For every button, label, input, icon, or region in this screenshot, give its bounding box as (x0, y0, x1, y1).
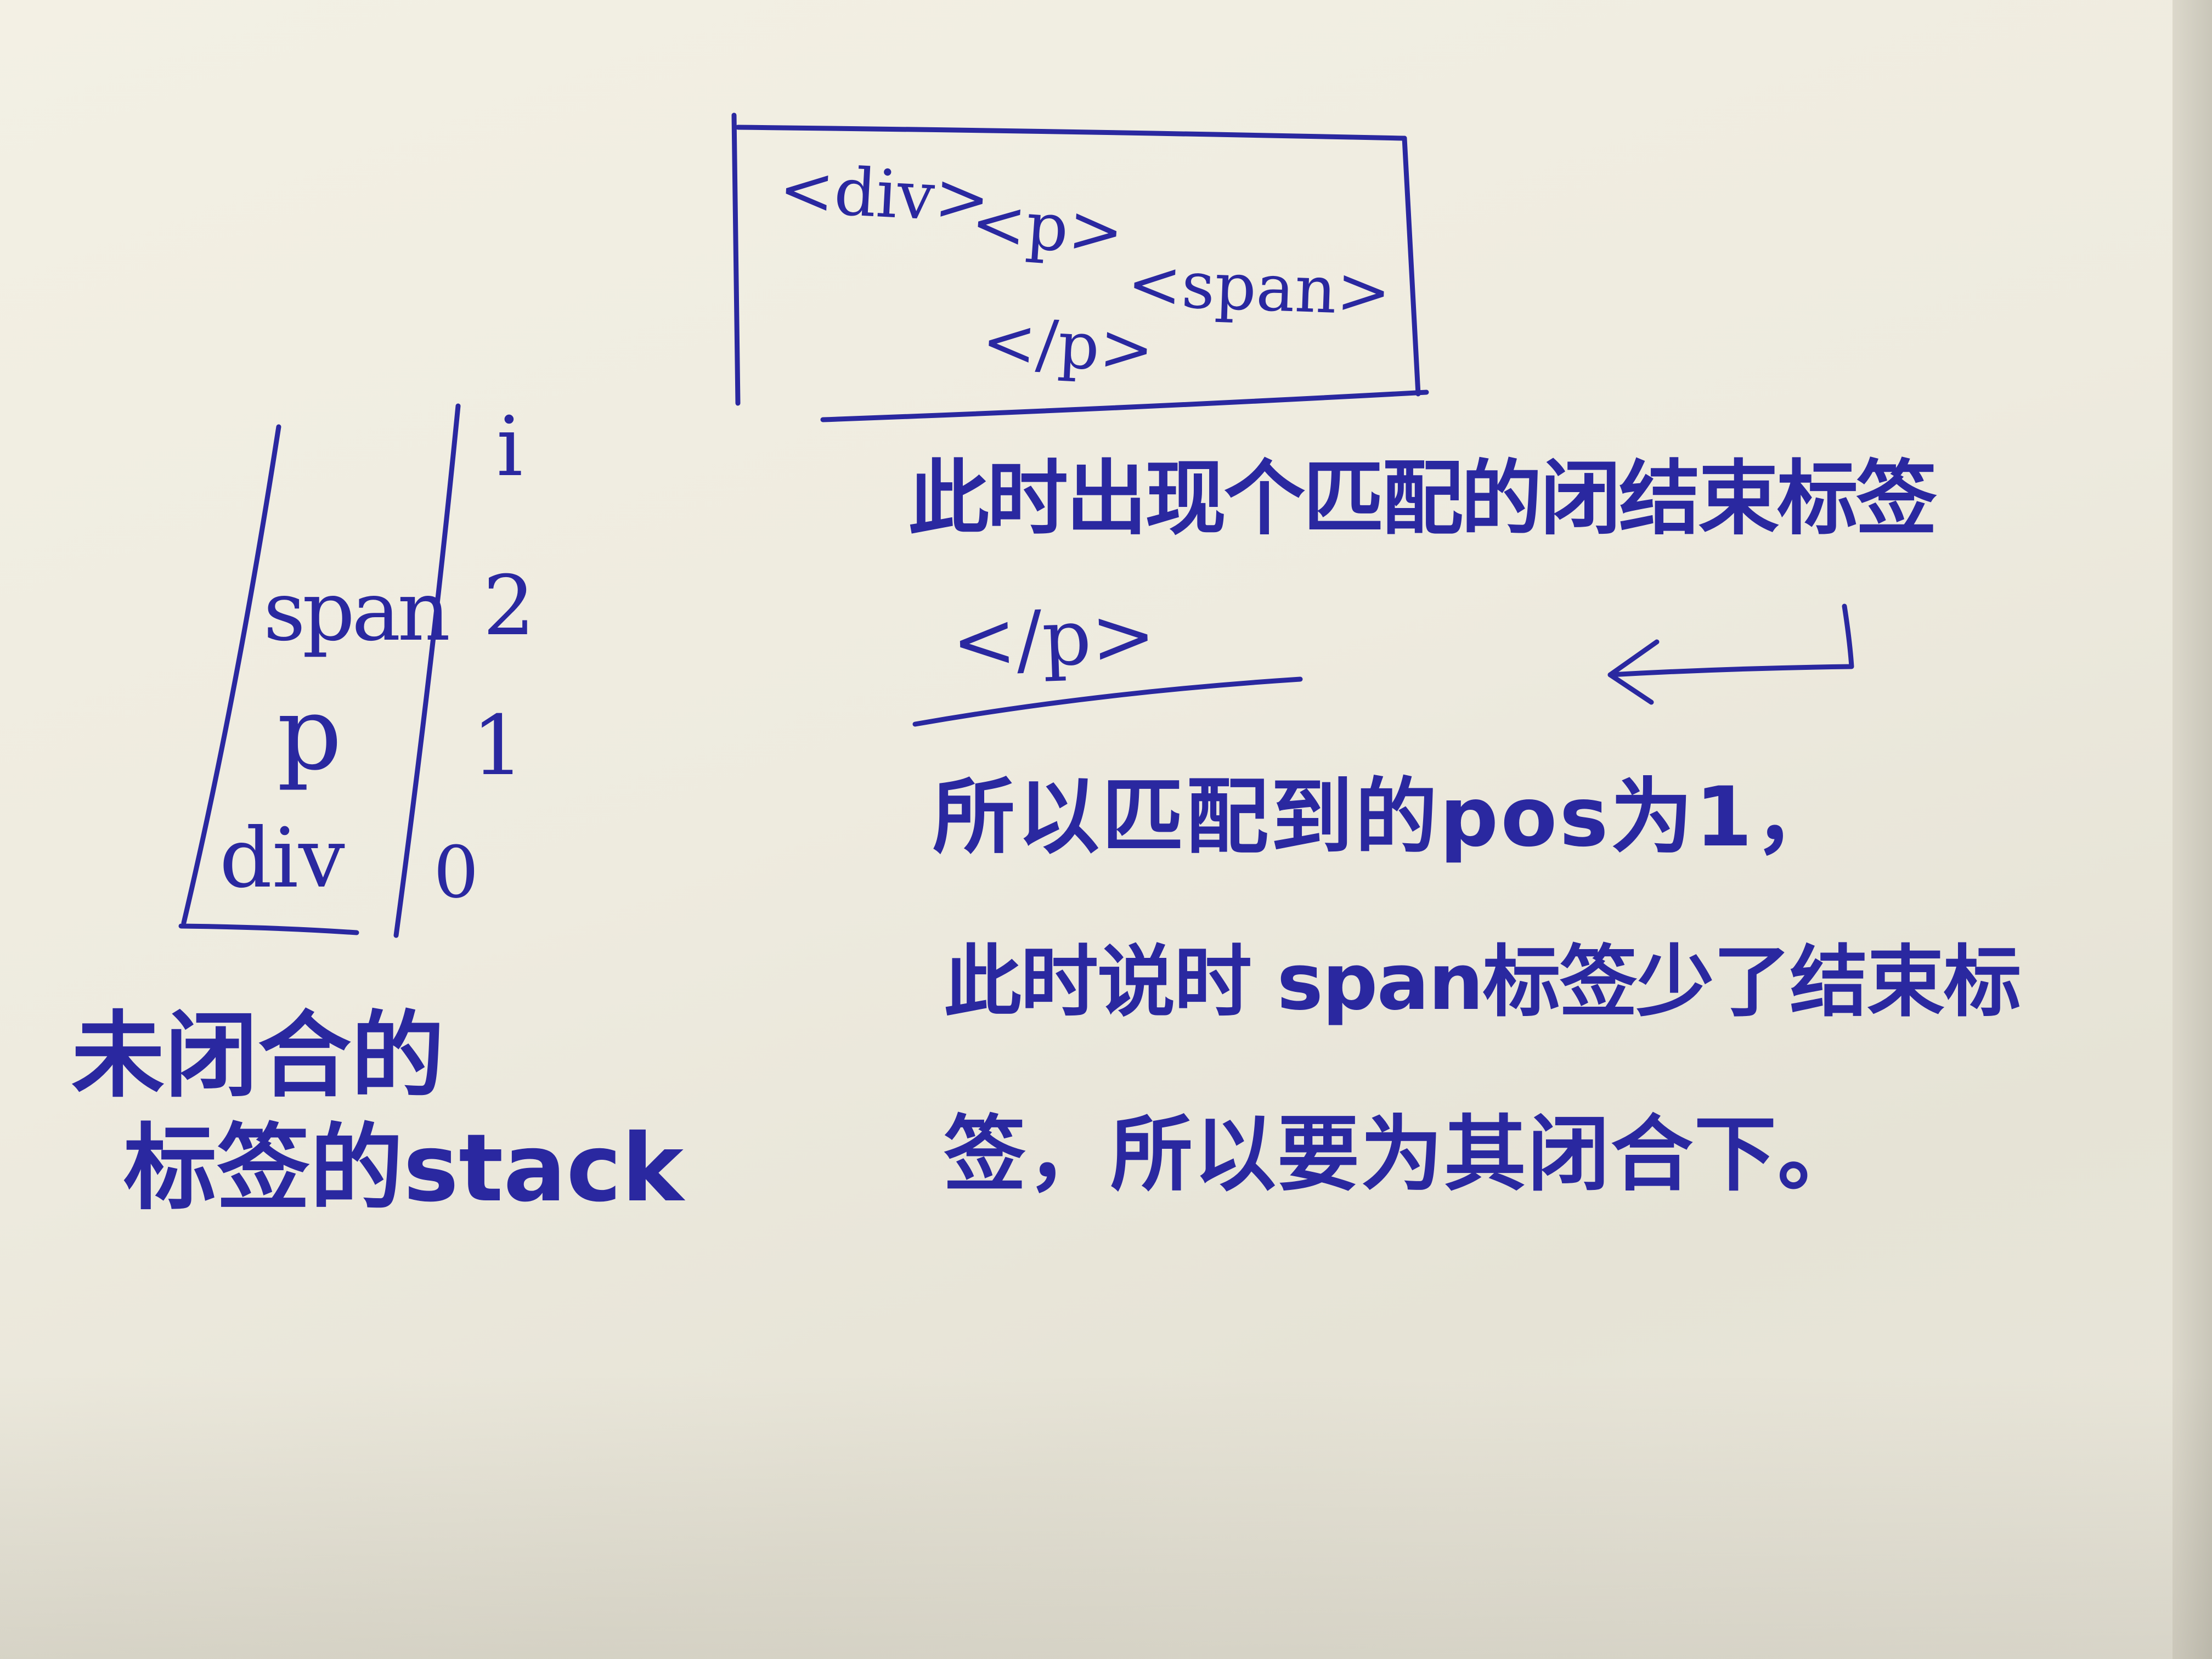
stack-index-1: 1 (472, 698, 524, 794)
stack-item-div: div (219, 811, 345, 906)
note-matched-tag: </p> (950, 590, 1158, 687)
stack-caption-line2: 标签的stack (123, 1114, 684, 1223)
closing-tag-underline (912, 676, 1303, 727)
arrow-head (1607, 639, 1660, 705)
note-line3: 此时说时 span标签少了结束标 (944, 937, 2022, 1028)
note-line1: 此时出现个匹配的闭结束标签 (908, 452, 1937, 546)
code-box-div-tag: <div> (777, 151, 992, 238)
code-box-bottom-edge (820, 390, 1429, 422)
code-box-span-tag: <span> (1126, 245, 1392, 330)
stack-item-span: span (263, 564, 450, 659)
stack-right-wall (393, 403, 461, 938)
stack-index-2: 2 (483, 558, 535, 654)
code-box-p-tag: <p> (968, 184, 1126, 271)
code-box-top-edge (735, 125, 1407, 141)
code-box-right-edge (1402, 136, 1421, 397)
stack-index-top: i (496, 399, 523, 495)
arrow-shaft (1607, 603, 1854, 678)
code-box-left-edge (731, 112, 741, 406)
stack-bottom (178, 923, 359, 935)
code-box-close-p-tag: </p> (980, 302, 1156, 388)
stack-caption-line1: 未闭合的 (71, 1002, 445, 1110)
note-line2: 所以匹配到的pos为1， (933, 770, 1839, 865)
note-line4: 签，所以要为其闭合下。 (944, 1107, 1861, 1203)
stack-index-0: 0 (433, 831, 479, 914)
stack-item-p: p (277, 674, 342, 793)
paper-shadow (0, 1372, 2212, 1659)
stack-left-wall (181, 424, 281, 926)
paper-edge (2172, 0, 2212, 1659)
